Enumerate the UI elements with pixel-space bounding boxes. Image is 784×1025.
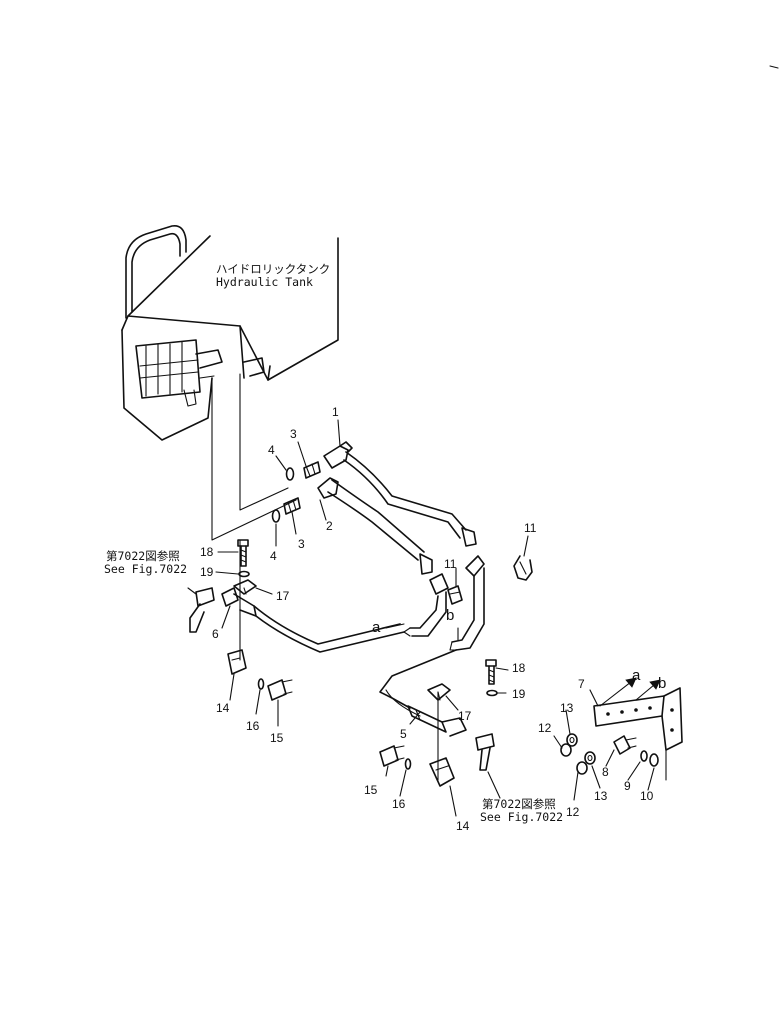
- fig-ref-left-jp: 第7022図参照: [106, 549, 180, 563]
- bolt-15-right: [379, 745, 405, 767]
- callout-19-right: 19: [512, 687, 526, 701]
- callout-14-left: 14: [216, 701, 230, 715]
- clamp-17-right: [427, 683, 451, 781]
- callout-11-right: 11: [524, 521, 537, 535]
- callout-1: 1: [332, 405, 339, 419]
- ref-fitting-left: [189, 587, 215, 633]
- callout-8: 8: [602, 765, 609, 779]
- callout-9: 9: [624, 779, 631, 793]
- washer-12-lower: [576, 761, 588, 775]
- arrow-a-left: [385, 623, 405, 629]
- tank-label-en: Hydraulic Tank: [216, 275, 313, 289]
- bracket-7: [593, 687, 683, 781]
- leader-lines: [187, 419, 655, 817]
- callout-16-right: 16: [392, 797, 406, 811]
- letter-a-right: a: [632, 667, 641, 684]
- washer-16-right: [404, 758, 412, 770]
- callout-12-lower: 12: [566, 805, 580, 819]
- callout-11-left: 11: [444, 557, 457, 571]
- clip-11-right: [513, 555, 533, 581]
- letter-a-left: a: [372, 619, 381, 636]
- washer-19-right: [486, 689, 498, 697]
- callout-16-left: 16: [246, 719, 260, 733]
- hose-1: [323, 441, 477, 547]
- ref-fitting-right: [475, 733, 495, 771]
- callout-3-lower: 3: [298, 537, 305, 551]
- callout-12-upper: 12: [538, 721, 552, 735]
- callout-15-right: 15: [364, 783, 378, 797]
- fig-ref-right-jp: 第7022図参照: [482, 797, 556, 811]
- callout-15-left: 15: [270, 731, 284, 745]
- scan-mark: [769, 65, 779, 69]
- bolt-18-left: [237, 539, 249, 567]
- bracket-14-right: [429, 757, 455, 787]
- nut-13-upper: [566, 733, 578, 747]
- bolt-18-right: [485, 659, 497, 685]
- callout-2: 2: [326, 519, 333, 533]
- callout-4-lower: 4: [270, 549, 277, 563]
- callout-6: 6: [212, 627, 219, 641]
- hose-2: [317, 477, 449, 595]
- callout-10: 10: [640, 789, 654, 803]
- callout-4-upper: 4: [268, 443, 275, 457]
- callout-7: 7: [578, 677, 585, 691]
- o-ring-lower: [271, 509, 281, 523]
- o-ring-upper: [285, 467, 295, 481]
- callout-5: 5: [400, 727, 407, 741]
- washer-16-left: [257, 678, 265, 690]
- washer-19-left: [238, 570, 250, 578]
- letter-b-left: b: [446, 607, 454, 624]
- tank-label-jp: ハイドロリックタンク: [216, 262, 330, 276]
- pipe-run: [385, 689, 421, 717]
- clip-11-left: [447, 585, 463, 605]
- nut-13-lower: [584, 751, 596, 765]
- nut-10: [649, 753, 659, 767]
- washer-12-upper: [560, 743, 572, 757]
- bolt-8: [613, 735, 637, 755]
- callout-17-right: 17: [458, 709, 472, 723]
- arrow-b-right-head: [649, 679, 661, 690]
- callout-13-lower: 13: [594, 789, 608, 803]
- pipe-run: [379, 649, 457, 709]
- callout-13-upper: 13: [560, 701, 574, 715]
- adapter-lower: [283, 497, 301, 515]
- callout-18-left: 18: [200, 545, 214, 559]
- letter-b-right: b: [658, 675, 666, 692]
- washer-9: [640, 750, 648, 762]
- pipe-6: [221, 587, 405, 653]
- callout-14-right: 14: [456, 819, 470, 833]
- adapter-upper: [303, 461, 321, 479]
- fig-ref-right-en: See Fig.7022: [480, 810, 563, 824]
- leader-line: [211, 377, 297, 541]
- fig-ref-left-en: See Fig.7022: [104, 562, 187, 576]
- bolt-15-left: [267, 679, 293, 701]
- callout-19-left: 19: [200, 565, 214, 579]
- callout-18-right: 18: [512, 661, 526, 675]
- hose-a: [403, 591, 447, 637]
- arrow-a-right-head: [625, 677, 637, 688]
- callout-17-left: 17: [276, 589, 290, 603]
- hydraulic-tank: [121, 224, 339, 441]
- clamp-17-left: [233, 579, 257, 595]
- callout-3-upper: 3: [290, 427, 297, 441]
- leader-line: [239, 373, 289, 511]
- bracket-14-left: [227, 649, 247, 675]
